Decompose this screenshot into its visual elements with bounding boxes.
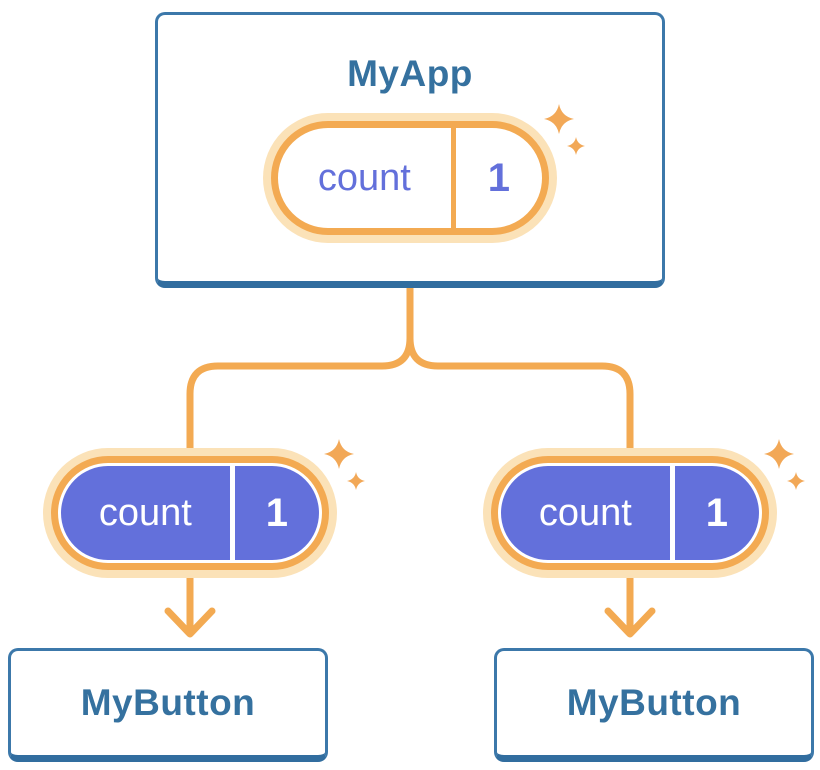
state-value: 1 <box>265 490 288 535</box>
pill-ring: count 1 <box>271 121 549 235</box>
state-name: count <box>98 491 192 534</box>
pill-divider <box>669 466 675 560</box>
pill-core: count 1 <box>61 466 319 560</box>
pill-ring: count 1 <box>491 456 769 570</box>
pill-core: count 1 <box>501 466 759 560</box>
sparkle-icon <box>764 439 805 490</box>
arrow-down-icon <box>164 572 216 638</box>
component-label: MyApp <box>347 53 473 94</box>
component-label: MyButton <box>566 682 742 723</box>
pill-divider <box>229 466 235 560</box>
pill-divider <box>450 128 456 228</box>
state-pill-left-child: count 1 <box>43 439 365 578</box>
component-card-mybutton-left: MyButton <box>8 648 328 762</box>
branch-right-line <box>406 279 634 456</box>
sparkle-icon <box>544 104 585 155</box>
state-name: count <box>317 156 411 199</box>
component-label: MyButton <box>80 682 256 723</box>
sparkle-icon <box>324 439 365 490</box>
state-pill-right-child: count 1 <box>483 439 805 578</box>
state-value: 1 <box>705 490 728 535</box>
state-name: count <box>538 491 632 534</box>
arrow-down-icon <box>604 572 656 638</box>
pill-ring: count 1 <box>51 456 329 570</box>
component-card-mybutton-right: MyButton <box>494 648 814 762</box>
state-pill-root: count 1 <box>263 104 585 243</box>
state-value: 1 <box>487 155 510 200</box>
branch-left-line <box>186 279 414 456</box>
pill-core: count 1 <box>278 128 542 228</box>
